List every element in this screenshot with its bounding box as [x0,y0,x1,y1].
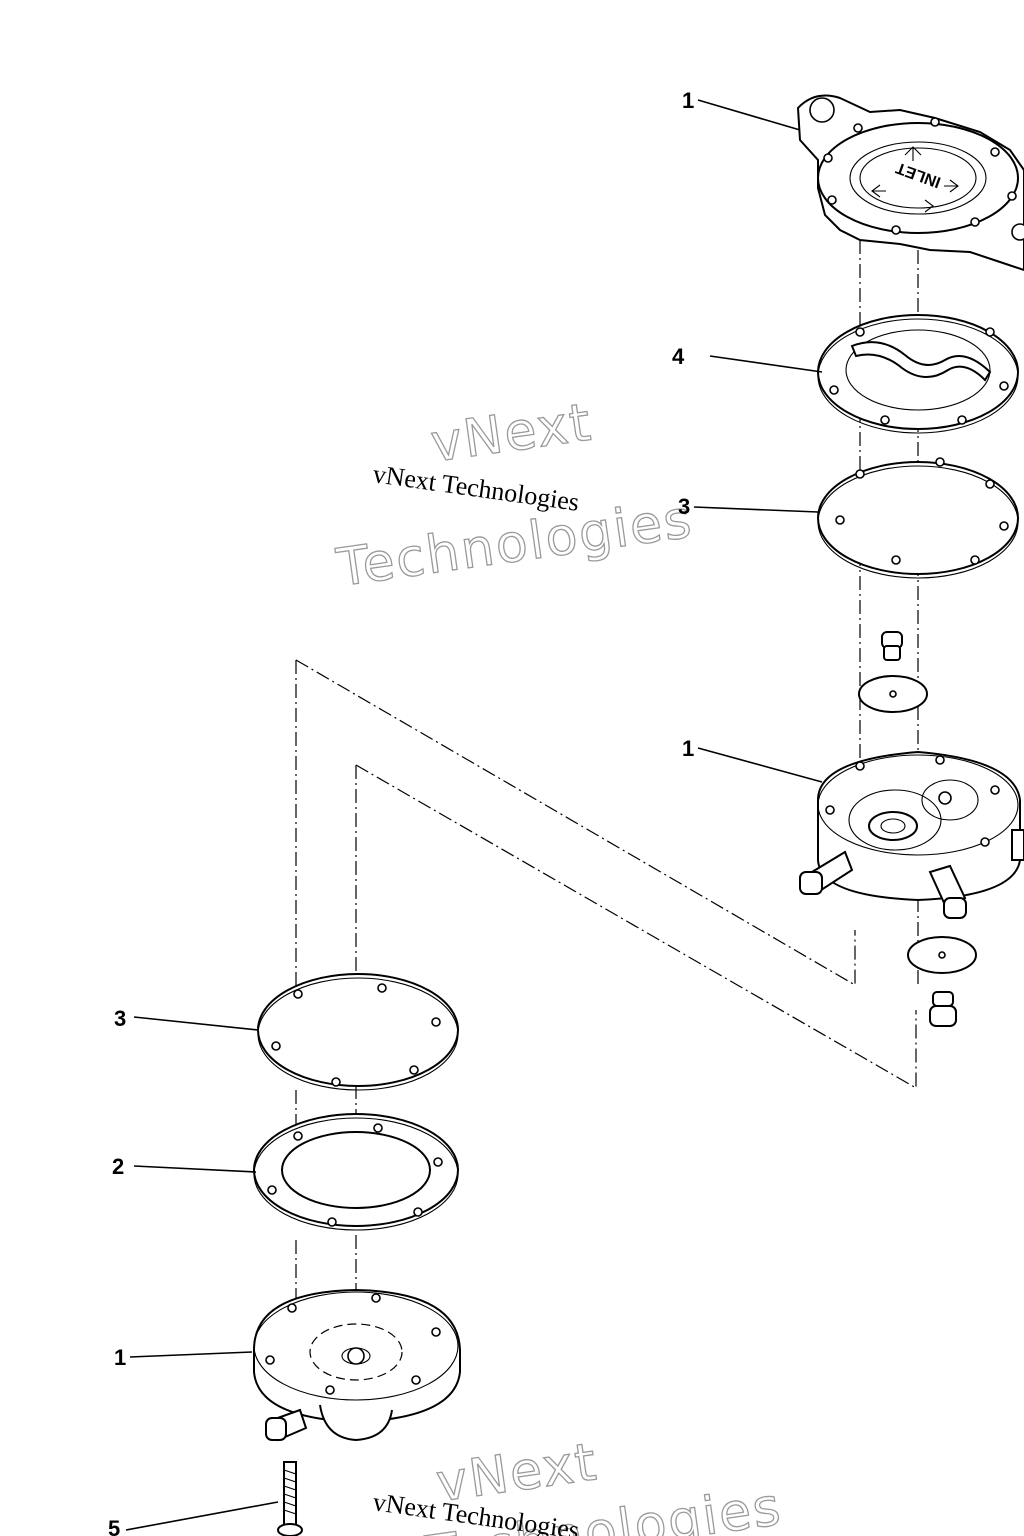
callout-ring-gasket: 2 [112,1154,124,1179]
callout-diaphragm-bottom: 3 [114,1006,126,1031]
callout-top-cover: 1 [682,88,694,113]
check-valve-upper [858,631,928,713]
top-cover: INLET [796,94,1024,272]
callout-bolt: 5 [108,1516,120,1536]
check-valve-lower [907,936,977,1027]
ring-gasket [253,1113,459,1231]
valve-gasket [817,314,1019,434]
diaphragm-bottom [257,973,459,1091]
callout-gasket-top: 4 [672,344,685,369]
bottom-cover [253,1288,461,1442]
callout-diaphragm-top: 3 [678,494,690,519]
callout-middle-body: 1 [682,736,694,761]
middle-pump-body [799,750,1024,919]
watermark-outline-line1: vNext [427,393,596,475]
callout-bottom-cover: 1 [114,1345,126,1370]
diaphragm-top [817,457,1019,579]
bolt [277,1461,303,1536]
leader-lines [125,99,823,1531]
